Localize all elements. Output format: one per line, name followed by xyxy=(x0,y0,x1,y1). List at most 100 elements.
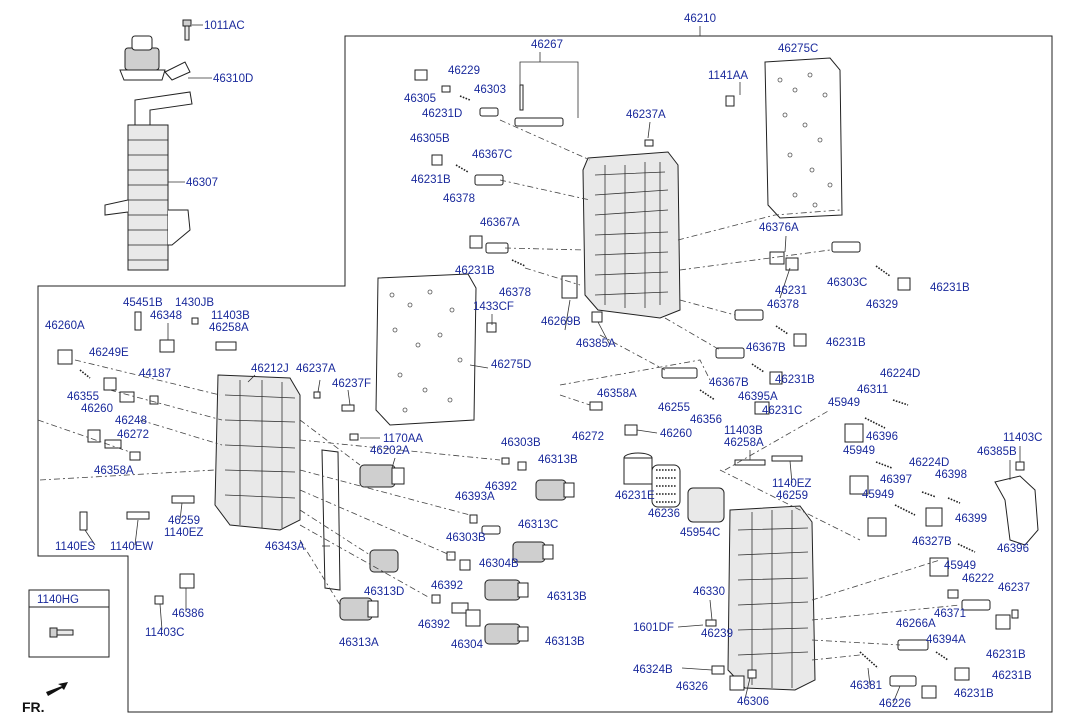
upper-valve-body xyxy=(582,151,681,319)
part-label: 46394A xyxy=(926,634,966,646)
front-label: FR. xyxy=(22,699,45,715)
bracket-46385b xyxy=(994,475,1039,546)
part-label: 46305B xyxy=(410,133,450,145)
part-label: 46259 xyxy=(168,515,200,527)
part-label: 46231 xyxy=(775,285,807,297)
part-label: 46343A xyxy=(265,541,305,553)
part-label: 46249E xyxy=(89,347,129,359)
part-label: 46248 xyxy=(115,415,147,427)
part-label: 46267 xyxy=(531,39,563,51)
part-label: 46398 xyxy=(935,469,967,481)
part-label: 11403B xyxy=(724,425,763,437)
part-label: 46378 xyxy=(499,287,531,299)
part-label: 46231B xyxy=(455,265,495,277)
part-label: 1140EZ xyxy=(164,527,203,539)
part-label: 1141AA xyxy=(708,70,748,82)
part-label: 11403C xyxy=(145,627,184,639)
part-label: 46231B xyxy=(954,688,994,700)
part-label: 46313D xyxy=(364,586,404,598)
lower-valve-body xyxy=(727,505,816,691)
part-label: 46272 xyxy=(117,429,149,441)
part-label: 1170AA xyxy=(383,433,423,445)
part-label: 46231B xyxy=(826,337,866,349)
part-label: 46367B xyxy=(709,377,749,389)
part-label: 46258A xyxy=(209,322,249,334)
part-label: 46304 xyxy=(451,639,484,651)
clip-46310d xyxy=(164,61,191,81)
part-label: 46304B xyxy=(479,558,519,570)
part-label: 46392 xyxy=(485,481,517,493)
part-label: 46313A xyxy=(339,637,379,649)
callout-box-1140hg xyxy=(28,589,110,658)
solenoid-46313b-3 xyxy=(484,623,529,645)
part-label: 46222 xyxy=(962,573,994,585)
part-label: 46313B xyxy=(547,591,587,603)
part-label: 46358A xyxy=(597,388,637,400)
part-label: 46275C xyxy=(778,43,818,55)
leader-lines xyxy=(84,52,1021,704)
front-arrow-icon xyxy=(46,682,68,696)
part-label: 46237 xyxy=(998,582,1030,594)
part-label: 46275D xyxy=(491,359,531,371)
part-label: 46378 xyxy=(443,193,475,205)
part-label: 46272 xyxy=(572,431,604,443)
solenoid-46313b-2 xyxy=(484,579,529,601)
part-label: 1140EZ xyxy=(772,478,811,490)
part-label: 46399 xyxy=(955,513,987,525)
part-label: 46255 xyxy=(658,402,690,414)
part-label: 46348 xyxy=(150,310,182,322)
part-label: 46237F xyxy=(332,378,371,390)
accumulator-spring-46236 xyxy=(651,464,681,508)
part-label: 46324B xyxy=(633,664,673,676)
part-label: 45949 xyxy=(828,397,860,409)
part-label: 46385A xyxy=(576,338,616,350)
part-label: 46330 xyxy=(693,586,725,598)
separator-plate-46275c xyxy=(764,57,843,219)
part-label: 46313C xyxy=(518,519,558,531)
part-label: 46202A xyxy=(370,445,410,457)
part-label: 46367A xyxy=(480,217,520,229)
solenoid-46313b-1 xyxy=(535,479,575,501)
part-label: 46260 xyxy=(660,428,692,440)
part-label: 46231B xyxy=(992,670,1032,682)
part-label: 46395A xyxy=(738,391,778,403)
part-label: 46356 xyxy=(690,414,722,426)
part-label: 45949 xyxy=(862,489,894,501)
part-label: 46260 xyxy=(81,403,113,415)
separator-plate-46275d xyxy=(375,273,477,426)
part-label: 44187 xyxy=(139,368,171,380)
front-indicator: FR. xyxy=(22,682,68,715)
part-label: 46397 xyxy=(880,474,912,486)
part-label: 46306 xyxy=(737,696,769,708)
bolt-1011ac xyxy=(182,19,192,41)
part-label: 46269B xyxy=(541,316,581,328)
part-label: 46236 xyxy=(648,508,680,520)
part-label: 46237A xyxy=(296,363,336,375)
part-label: 46266A xyxy=(896,618,936,630)
part-label: 46327B xyxy=(912,536,952,548)
part-label: 46224D xyxy=(909,457,949,469)
part-label: 46231B xyxy=(986,649,1026,661)
part-label: 11403B xyxy=(211,310,250,322)
solenoid-46313a xyxy=(339,597,379,621)
part-label: 46212J xyxy=(251,363,289,375)
part-label: 46260A xyxy=(45,320,85,332)
part-label: 46326 xyxy=(676,681,708,693)
part-label: 45949 xyxy=(944,560,976,572)
solenoid-46202a xyxy=(359,464,405,488)
bolt-1140hg xyxy=(49,627,74,638)
part-label: 46367B xyxy=(746,342,786,354)
part-label: 46239 xyxy=(701,628,733,640)
part-label: 46386 xyxy=(172,608,204,620)
part-label: 46311 xyxy=(857,384,888,396)
solenoid-46313d xyxy=(369,549,399,573)
part-label: 46226 xyxy=(879,698,911,710)
assembly-frame-46210 xyxy=(37,35,1053,713)
part-label: 46231D xyxy=(422,108,462,120)
part-label: 46303B xyxy=(446,532,486,544)
part-label: 46224D xyxy=(880,368,920,380)
part-label: 46313B xyxy=(545,636,585,648)
